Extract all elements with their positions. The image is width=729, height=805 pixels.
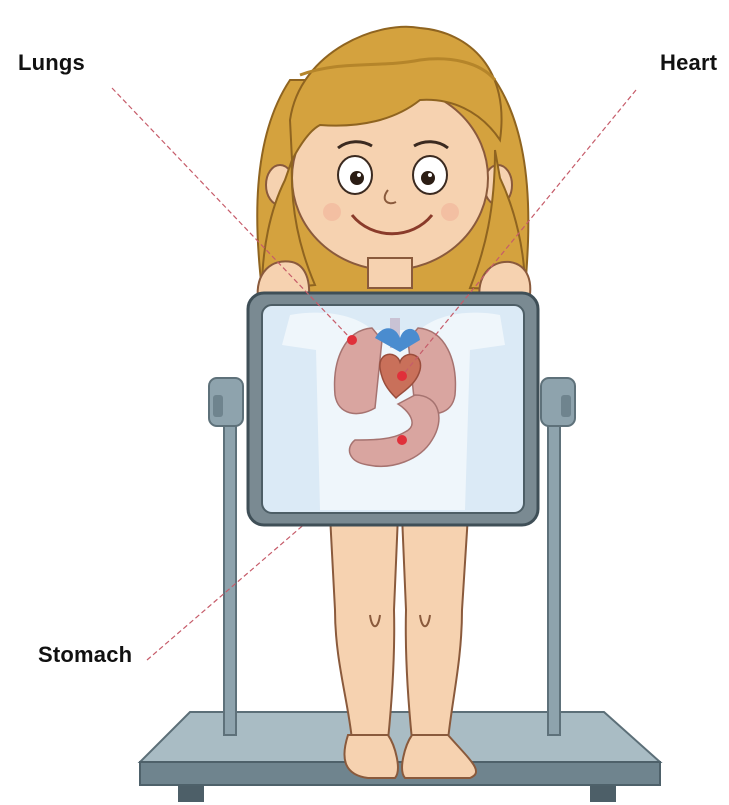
stomach-label: Stomach — [38, 642, 132, 668]
lungs-label: Lungs — [18, 50, 85, 76]
heart-marker — [397, 371, 407, 381]
lungs-marker — [347, 335, 357, 345]
stomach-marker — [397, 435, 407, 445]
heart-label: Heart — [660, 50, 717, 76]
scale-base — [140, 712, 660, 802]
